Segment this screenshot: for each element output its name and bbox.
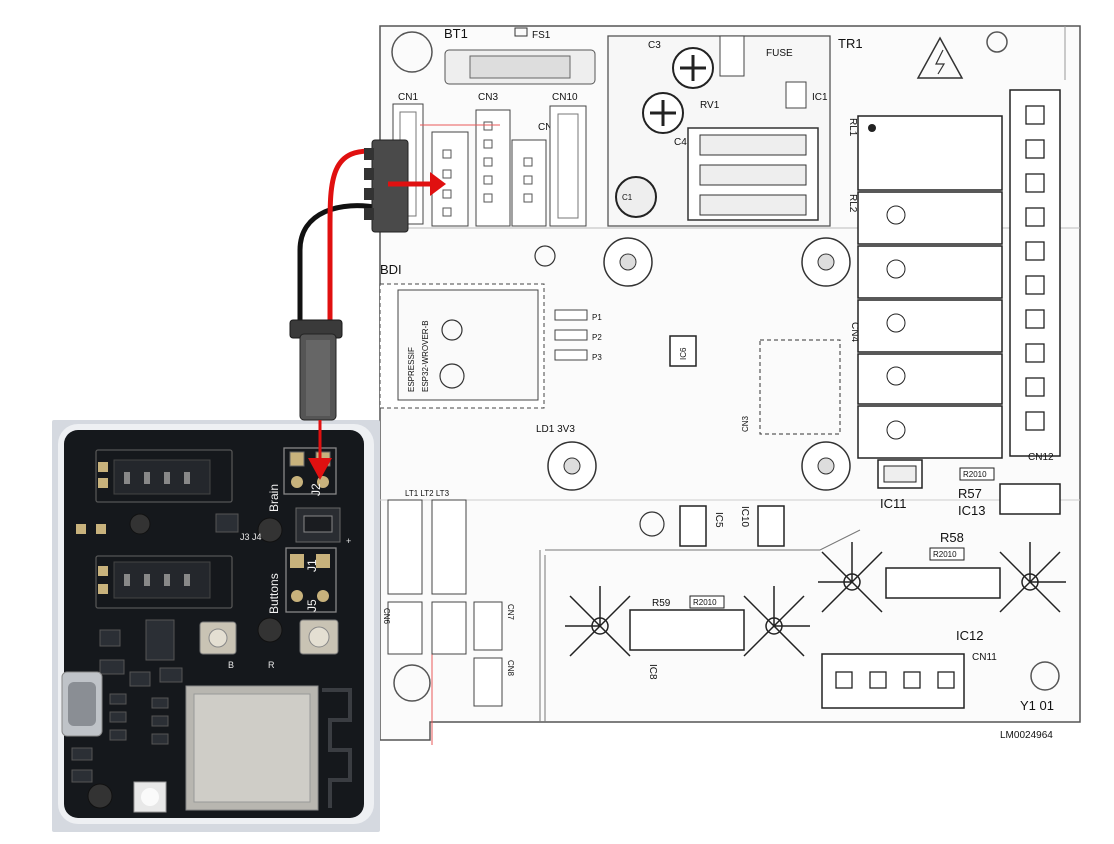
label-cn8: CN8 [506,660,515,677]
label-espressif: ESPRESSIF [407,347,416,392]
label-ic13: IC13 [958,503,985,518]
label-ic6: IC6 [679,347,688,360]
resistor-r58 [929,547,965,561]
label-cn3-small: CN3 [741,415,750,432]
connector-left-4 [431,601,467,655]
ic1 [785,81,807,109]
label-cn1: CN1 [398,92,418,103]
label-c4: C4 [674,137,687,148]
espressif-logo-icon [441,319,463,341]
label-j5: J5 [305,599,319,612]
resistor-r59 [689,595,725,609]
connector-cn8 [473,657,503,707]
label-ic10: IC10 [739,506,750,528]
label-cn11: CN11 [972,652,997,663]
connector-cn10 [549,105,587,227]
chip-ic5 [679,505,707,547]
label-cn12: CN12 [1028,452,1054,463]
label-p1: P1 [592,313,602,322]
connector-cn3 [475,109,511,227]
espressif-logo-icon [439,363,465,389]
wire-red [327,148,381,335]
label-r57: R57 [958,486,982,501]
label-plus: + [346,536,351,546]
heatsink-ic12 [818,542,1066,613]
mount-hole [391,31,433,73]
label-r59: R59 [652,598,671,609]
label-wroom: ESP32-WROVER-B [421,320,430,392]
capacitor-c1 [615,176,657,218]
label-j2: J2 [309,483,323,496]
high-voltage-warning-icon [916,36,964,79]
antenna [322,688,352,808]
label-cn5: CN5 [538,122,558,133]
label-r2010-a: R2010 [963,470,987,479]
connector-left-1 [387,499,423,595]
label-p3: P3 [592,353,602,362]
label-bt1: BT1 [444,26,468,41]
chip-ic10 [757,505,785,547]
arrow-down-icon [308,458,332,480]
label-p2: P2 [592,333,602,342]
label-brain: Brain [267,484,281,512]
wire-black [297,203,381,335]
screw-icon [257,617,283,643]
label-b: B [228,660,234,670]
label-rv1: RV1 [700,100,720,111]
mount-hole [986,31,1008,53]
label-fuse: FUSE [766,48,793,59]
connector-cn7 [473,601,503,651]
screw-icon [87,783,113,809]
main-board: BT1 FS1 C1 C3 RV1 C4 FUSE IC1 TR1 CN1 CN… [379,25,1081,745]
label-part-no: LM0024964 [1000,730,1053,741]
test-point-icon [639,511,665,537]
label-rl2: RL2 [847,194,858,213]
label-ic12: IC12 [956,628,983,643]
mount-hole [393,664,431,702]
label-ic5: IC5 [713,512,724,528]
connector-left-3 [387,601,423,655]
label-y101: Y1 01 [1020,698,1054,713]
label-ic1: IC1 [812,92,828,103]
heatsink-ic8 [565,586,810,657]
label-cn4: CN4 [849,322,860,342]
label-j3j4: J3 J4 [240,532,262,542]
small-controller-board: Brain Buttons J3 J4 J2 + J1 J5 B [52,420,380,832]
label-rl1: RL1 [847,118,858,137]
chip-ic6 [669,335,697,367]
label-buttons: Buttons [267,573,281,614]
label-j1: J1 [305,559,319,572]
resistor-r57 [959,467,995,481]
wiring [289,139,446,480]
label-r2010-b: R2010 [933,550,957,559]
label-c1: C1 [622,193,633,202]
mount-hole [1030,661,1060,691]
connector-cn4 [759,339,841,435]
connector-left-2 [431,499,467,595]
relay-rl1 [857,115,1003,191]
label-cn7: CN7 [506,604,515,621]
relay-bank [857,191,1003,459]
label-fs1: FS1 [532,30,551,41]
label-cn3: CN3 [478,92,498,103]
label-lt: LT1 LT2 LT3 [405,489,450,498]
label-ic8: IC8 [647,664,658,680]
chip-ic13 [999,483,1061,515]
screw-icon [257,517,283,543]
label-r: R [268,660,275,670]
test-point-icon [534,245,556,267]
screw-icon [129,513,151,535]
label-ic11: IC11 [880,496,907,511]
label-cn10: CN10 [552,92,578,103]
label-cn6: CN6 [382,608,391,625]
label-ld1: LD1 3V3 [536,424,575,435]
label-r58: R58 [940,530,964,545]
label-tr1: TR1 [838,36,863,51]
varistor-rv1 [719,35,745,77]
label-bdi: BDI [380,262,402,277]
arrow-right-icon [430,172,446,196]
label-c3: C3 [648,40,661,51]
label-r2010-c: R2010 [693,598,717,607]
